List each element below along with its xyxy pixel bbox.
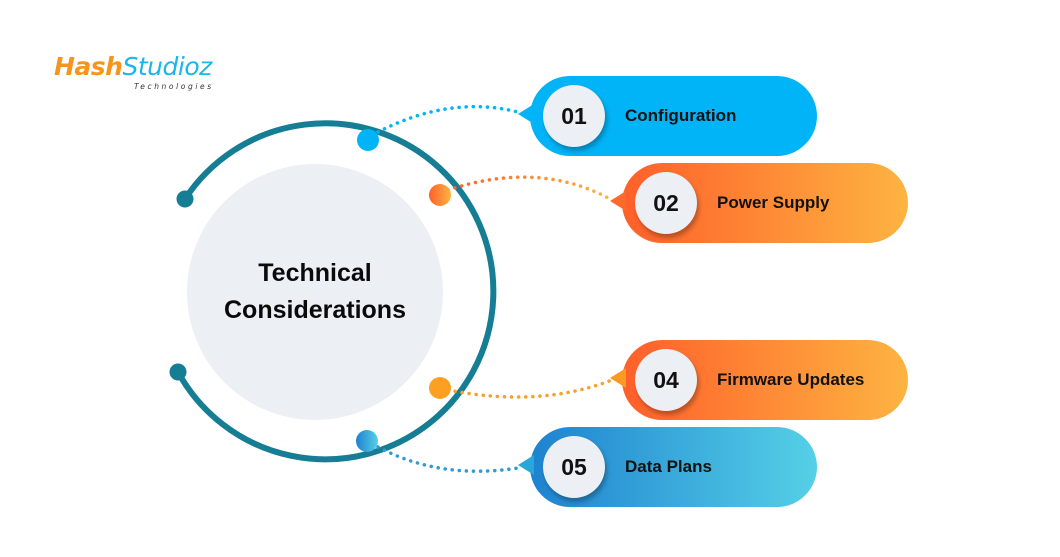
item-02-power-supply: 02 Power Supply bbox=[610, 163, 908, 243]
outer-arc bbox=[175, 120, 497, 463]
item-label-05: Data Plans bbox=[625, 457, 712, 476]
center-circle bbox=[187, 164, 443, 420]
connector-05 bbox=[376, 445, 520, 473]
node-dot-02 bbox=[429, 184, 451, 206]
connector-04 bbox=[446, 378, 614, 399]
center-title-line2: Considerations bbox=[224, 296, 406, 324]
pill-pointer-02 bbox=[610, 191, 626, 211]
pill-pointer-04 bbox=[610, 368, 626, 388]
item-04-firmware-updates: 04 Firmware Updates bbox=[610, 340, 908, 420]
logo-wordmark: HashStudioz bbox=[54, 52, 212, 81]
arc-end-bottom bbox=[169, 363, 187, 381]
item-label-01: Configuration bbox=[625, 106, 737, 125]
pill-pointer-01 bbox=[518, 104, 534, 124]
connector-01 bbox=[376, 104, 520, 134]
item-number-04: 04 bbox=[635, 349, 697, 411]
center-title: Technical Considerations bbox=[190, 255, 440, 329]
item-number-02: 02 bbox=[635, 172, 697, 234]
node-dot-01 bbox=[357, 129, 379, 151]
pill-pointer-05 bbox=[518, 455, 534, 475]
item-label-04: Firmware Updates bbox=[717, 370, 865, 389]
item-label-02: Power Supply bbox=[717, 193, 830, 212]
arc-end-top bbox=[176, 190, 194, 208]
item-number-01: 01 bbox=[543, 85, 605, 147]
item-number-05: 05 bbox=[543, 436, 605, 498]
item-05-data-plans: 05 Data Plans bbox=[518, 427, 817, 507]
node-dot-04 bbox=[429, 377, 451, 399]
center-title-line1: Technical bbox=[258, 259, 372, 287]
hashstudioz-logo: HashStudioz Technologies bbox=[54, 52, 244, 98]
logo-studioz-text: Studioz bbox=[122, 52, 212, 81]
logo-subtitle: Technologies bbox=[134, 82, 214, 91]
node-dot-05 bbox=[356, 430, 378, 452]
connector-02 bbox=[446, 175, 614, 202]
item-01-configuration: 01 Configuration bbox=[518, 76, 817, 156]
logo-hash-text: Hash bbox=[54, 52, 123, 81]
